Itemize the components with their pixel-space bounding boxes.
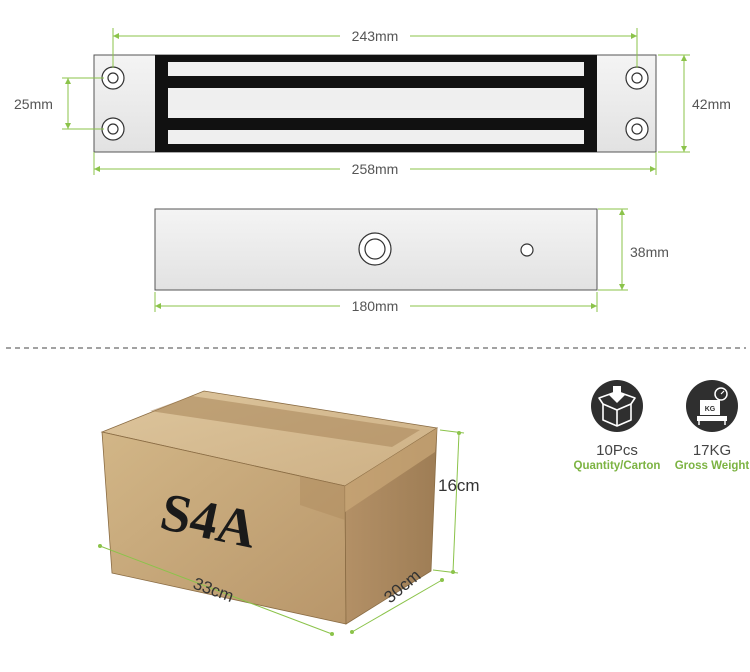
- lock-dimension-lines: [62, 28, 690, 175]
- carton-box: S4A: [100, 390, 439, 625]
- mounting-hole: [625, 66, 649, 90]
- weight-value: 17KG: [693, 442, 731, 459]
- lock-slot: [168, 62, 584, 76]
- scale-kg-label: KG: [705, 406, 716, 413]
- height-label: 42mm: [692, 96, 731, 112]
- carton-dimension-lines: [99, 429, 465, 635]
- quantity-value: 10Pcs: [596, 442, 638, 459]
- armature-length-label: 180mm: [352, 298, 399, 314]
- armature-plate-drawing: [154, 208, 598, 291]
- magnet-lock-drawing: [93, 54, 657, 153]
- armature-center-hole: [358, 232, 392, 266]
- armature-height-label: 38mm: [630, 244, 669, 260]
- quantity-caption: Quantity/Carton: [574, 460, 661, 472]
- armature-dimension-lines: [154, 208, 628, 312]
- carton-dimension-arrows: [98, 431, 461, 636]
- scale-icon: KG: [697, 387, 728, 425]
- weight-caption: Gross Weight: [675, 460, 750, 472]
- carton-side-tape: [345, 428, 437, 512]
- carton-height-label: 16cm: [438, 476, 480, 495]
- box-icon-circle: [591, 380, 643, 432]
- down-arrow-icon: [608, 386, 626, 403]
- spec-quantity: 10Pcs Quantity/Carton: [574, 380, 661, 472]
- armature-dimension-arrows: [155, 209, 625, 309]
- armature-pin-hole: [520, 243, 534, 257]
- hole-spacing-label: 243mm: [352, 28, 399, 44]
- carton-tape: [150, 396, 420, 447]
- dimension-arrows: [65, 33, 687, 172]
- total-length-label: 258mm: [352, 161, 399, 177]
- lock-slot: [168, 130, 584, 144]
- mounting-hole: [101, 117, 125, 141]
- mounting-hole: [625, 117, 649, 141]
- carton-front-tape: [300, 476, 345, 520]
- mounting-hole: [101, 66, 125, 90]
- hole-vertical-label: 25mm: [14, 96, 53, 112]
- lock-slot: [168, 88, 584, 118]
- spec-weight: KG 17KG Gross Weight: [675, 380, 750, 472]
